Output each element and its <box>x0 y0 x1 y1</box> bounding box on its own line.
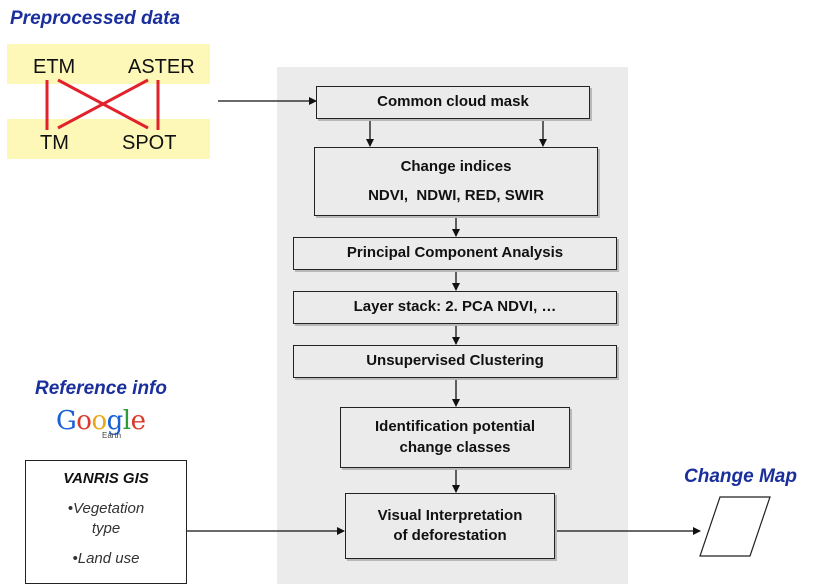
visual-line1: Visual Interpretation <box>377 506 523 524</box>
google-earth-logo: Google Earth <box>56 406 146 440</box>
reference-info-title: Reference info <box>35 378 167 399</box>
layer-stack-box: Layer stack: 2. PCA NDVI, … <box>293 291 617 324</box>
google-earth-icon: Google <box>56 406 146 436</box>
cloud-mask-label: Common cloud mask <box>377 93 529 111</box>
preprocessed-data-title: Preprocessed data <box>10 8 181 29</box>
change-indices-list: NDVI, NDWI, RED, SWIR <box>368 186 544 204</box>
sensor-spot: SPOT <box>122 132 177 154</box>
sensor-aster: ASTER <box>128 56 195 78</box>
pca-label: Principal Component Analysis <box>346 244 564 262</box>
change-map-symbol <box>699 496 771 557</box>
vegetation-item-line1: •Vegetation <box>67 500 145 517</box>
vegetation-item-line2: type <box>91 520 121 538</box>
clustering-box: Unsupervised Clustering <box>293 345 617 378</box>
vanris-title: VANRIS GIS <box>63 470 149 487</box>
sensor-strip-top <box>7 44 210 84</box>
clustering-label: Unsupervised Clustering <box>366 352 544 370</box>
change-indices-box: Change indices NDVI, NDWI, RED, SWIR <box>314 147 598 216</box>
sensor-tm: TM <box>40 132 69 154</box>
sensor-etm: ETM <box>33 56 76 78</box>
tm-aster-link <box>57 78 149 130</box>
identification-line1: Identification potential <box>375 418 535 436</box>
change-indices-title: Change indices <box>400 158 512 175</box>
sensor-strip-bottom <box>7 119 210 159</box>
identification-box: Identification potential change classes <box>340 407 570 468</box>
visual-interpretation-box: Visual Interpretation of deforestation <box>345 493 555 559</box>
earth-sublabel: Earth <box>102 431 122 440</box>
pca-box: Principal Component Analysis <box>293 237 617 270</box>
vanris-gis-box: VANRIS GIS •Vegetation type •Land use <box>25 460 187 584</box>
identification-line2: change classes <box>399 438 511 456</box>
land-use-item: •Land use <box>72 549 140 567</box>
visual-line2: of deforestation <box>393 527 507 544</box>
cloud-mask-box: Common cloud mask <box>316 86 590 119</box>
change-map-title: Change Map <box>684 466 797 487</box>
layer-stack-label: Layer stack: 2. PCA NDVI, … <box>353 298 557 316</box>
